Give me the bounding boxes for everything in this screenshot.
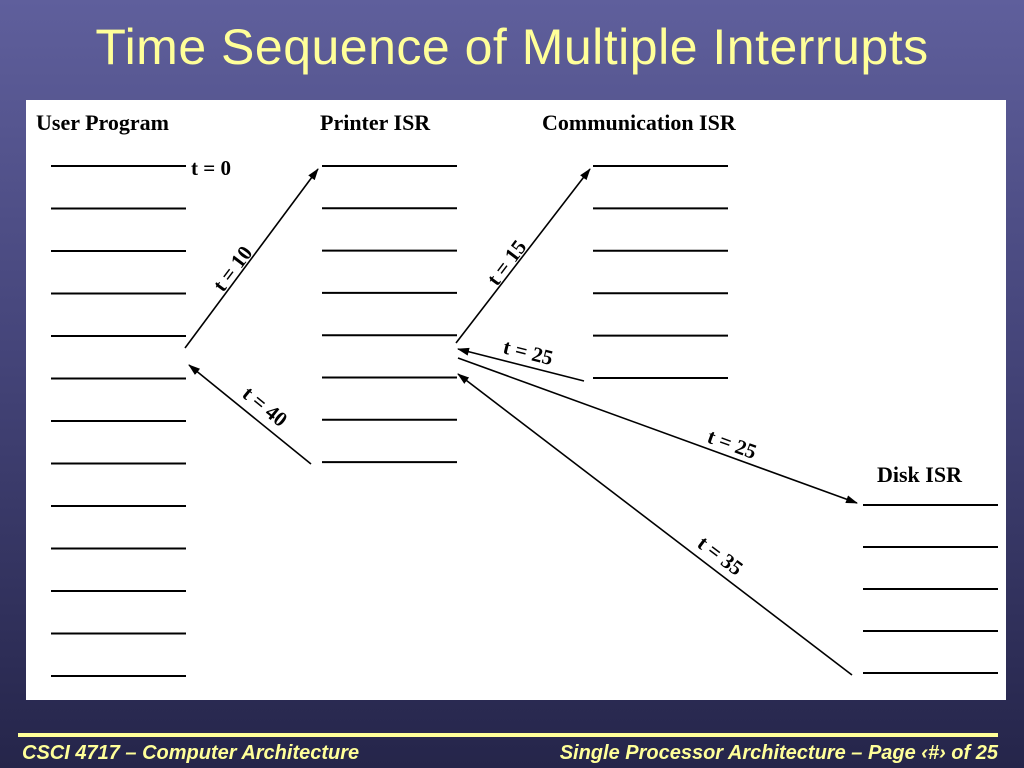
instruction-lines xyxy=(51,165,998,677)
arrow-printer-to-disk xyxy=(457,357,858,504)
column-label-communication-isr: Communication ISR xyxy=(542,110,737,135)
footer-divider xyxy=(18,733,998,737)
start-time-label: t = 0 xyxy=(191,156,231,180)
column-label-user-program: User Program xyxy=(36,110,169,135)
interrupt-diagram: User Program Printer ISR Communication I… xyxy=(26,100,1006,700)
footer-page: Single Processor Architecture – Page ‹#›… xyxy=(559,742,998,764)
arrow-label-t25-comm: t = 25 xyxy=(501,335,556,370)
arrow-disk-to-printer xyxy=(457,373,853,676)
arrow-label-t35: t = 35 xyxy=(693,531,748,581)
slide-title: Time Sequence of Multiple Interrupts xyxy=(95,19,929,75)
arrow-label-t40: t = 40 xyxy=(238,381,292,431)
column-label-printer-isr: Printer ISR xyxy=(320,110,431,135)
footer-course: CSCI 4717 – Computer Architecture xyxy=(22,742,360,764)
arrow-label-t10: t = 10 xyxy=(208,241,258,296)
arrow-printer-to-user xyxy=(188,364,312,465)
diagram-svg: User Program Printer ISR Communication I… xyxy=(36,110,998,677)
column-label-disk-isr: Disk ISR xyxy=(877,462,963,487)
arrow-label-t15: t = 15 xyxy=(482,235,532,290)
arrow-user-to-printer xyxy=(184,168,319,349)
arrow-printer-to-comm xyxy=(455,168,591,344)
arrow-comm-to-printer xyxy=(457,347,585,382)
